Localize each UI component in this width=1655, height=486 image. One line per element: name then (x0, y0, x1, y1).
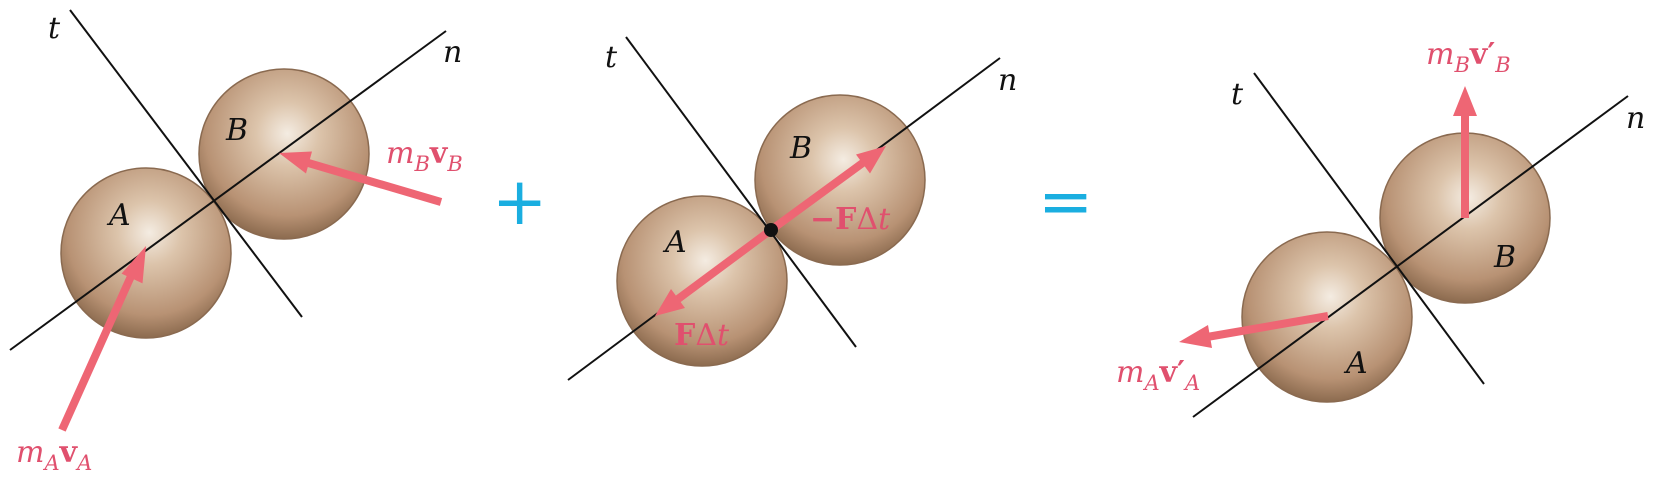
impulse-neg-label: −FΔt (810, 202, 891, 237)
ball-a (60, 167, 232, 339)
momentum-b-after-label: mBv′B (1426, 37, 1511, 77)
normal-label: n (998, 63, 1017, 98)
momentum-a-after-label: mAv′A (1116, 355, 1200, 395)
panel-before-collision: t n A B mAvA mBvB (9, 9, 463, 475)
momentum-a-label: mAvA (16, 435, 92, 475)
tangent-axis (1253, 72, 1485, 385)
impulse-on-b-arrow (768, 146, 886, 234)
momentum-b-label: mBvB (386, 136, 463, 176)
ball-a-label: A (662, 225, 687, 260)
tangent-label: t (1231, 77, 1244, 112)
momentum-a-after-arrow (1179, 312, 1329, 348)
normal-axis (9, 30, 447, 351)
momentum-b-arrow (279, 151, 443, 206)
ball-a-label: A (106, 198, 131, 233)
impulse-pos-label: FΔt (674, 318, 730, 353)
ball-b-label: B (1493, 240, 1516, 275)
momentum-a-arrow (58, 246, 146, 432)
tangent-axis (625, 36, 857, 348)
normal-label: n (443, 35, 462, 70)
equals-sign: = (1038, 163, 1093, 240)
tangent-axis (69, 9, 303, 318)
panel-after-collision: t n A B mBv′B mAv′A (1116, 37, 1645, 418)
impulse-on-a-arrow (655, 226, 774, 316)
momentum-b-after-arrow (1453, 86, 1477, 218)
ball-b-label: B (225, 113, 248, 148)
normal-label: n (1626, 101, 1645, 136)
ball-b-label: B (789, 131, 812, 166)
ball-a-label: A (1343, 346, 1368, 381)
contact-point (764, 223, 778, 237)
tangent-label: t (48, 11, 61, 46)
tangent-label: t (605, 40, 618, 75)
plus-sign: + (492, 163, 547, 240)
panel-impulse: t n A B FΔt −FΔt (567, 36, 1017, 381)
normal-axis (1192, 95, 1629, 418)
